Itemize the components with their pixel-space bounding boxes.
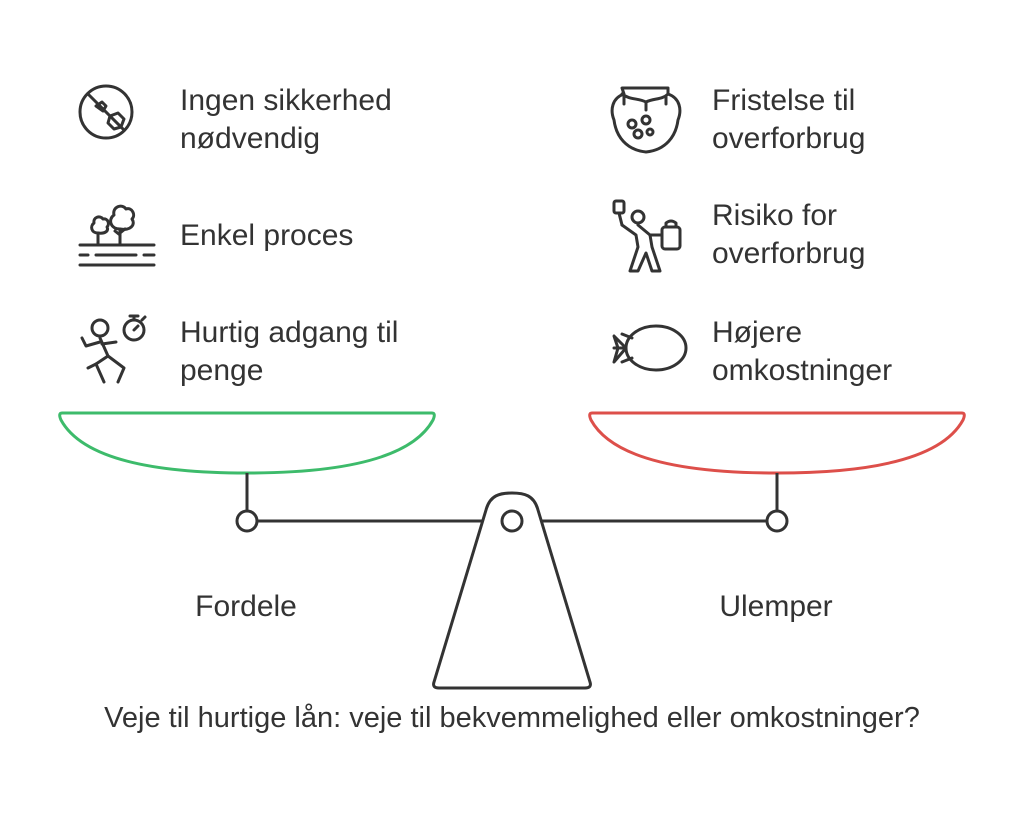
right-joint — [765, 509, 789, 533]
jar-icon — [610, 86, 682, 154]
running-person-stopwatch-icon — [80, 314, 147, 384]
pro-label-simple-process: Enkel proces — [180, 219, 354, 252]
con-label-temptation: Fristelse til overforbrug — [712, 84, 866, 155]
left-joint — [235, 509, 259, 533]
blimp-icon — [612, 324, 688, 372]
no-collateral-icon — [78, 84, 134, 140]
con-label-risk: Risiko for overforbrug — [712, 199, 866, 270]
pro-label-no-collateral: Ingen sikkerhed nødvendig — [180, 84, 392, 155]
person-carrying-bag-icon — [612, 199, 682, 273]
con-label-higher-costs: Højere omkostninger — [712, 316, 893, 387]
scale-fulcrum — [432, 491, 592, 690]
diagram-caption: Veje til hurtige lån: veje til bekvemmel… — [104, 702, 920, 734]
landscape-trees-icon — [78, 204, 156, 267]
left-pan — [58, 411, 436, 475]
pro-label-fast-access: Hurtig adgang til penge — [180, 316, 399, 387]
pivot-joint — [500, 509, 524, 533]
right-pan — [588, 411, 966, 475]
pros-heading: Fordele — [195, 590, 297, 623]
cons-heading: Ulemper — [719, 590, 833, 623]
